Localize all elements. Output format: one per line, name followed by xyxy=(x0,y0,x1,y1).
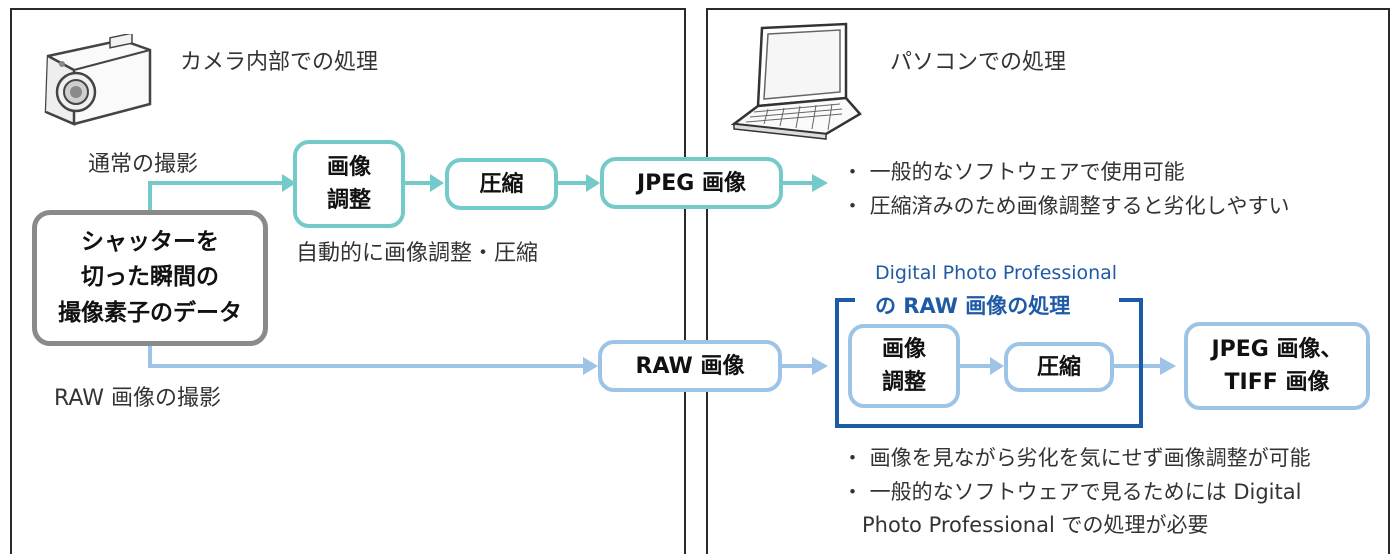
raw-note-3: Photo Professional での処理が必要 xyxy=(862,513,1209,537)
raw-to-dpp-arrowhead xyxy=(812,357,828,375)
camera-heading: カメラ内部での処理 xyxy=(180,50,379,75)
compress-to-jpeg-arrowhead xyxy=(586,174,600,192)
dpp-frame-top-left xyxy=(835,298,855,302)
raw-note-1: ・ 画像を見ながら劣化を気にせず画像調整が可能 xyxy=(842,446,1311,470)
dpp-compress-box: 圧縮 xyxy=(1004,342,1114,392)
jpeg-image-box: JPEG 画像 xyxy=(600,157,783,209)
jpeg-note-2: ・ 圧縮済みのため画像調整すると劣化しやすい xyxy=(842,194,1290,218)
image-adjust-box: 画像 調整 xyxy=(293,140,405,228)
jpeg-note-1: ・ 一般的なソフトウェアで使用可能 xyxy=(842,160,1185,184)
dpp-subtitle: の RAW 画像の処理 xyxy=(875,294,1071,318)
raw-note-2: ・ 一般的なソフトウェアで見るためには Digital xyxy=(842,480,1302,504)
dpp-adjust-to-compress-arrowhead xyxy=(990,357,1004,375)
pc-heading: パソコンでの処理 xyxy=(890,50,1067,75)
dpp-processing-frame xyxy=(835,300,1143,428)
sensor-data-box: シャッターを 切った瞬間の 撮像素子のデータ xyxy=(32,210,268,346)
jpeg-path-connector xyxy=(148,181,282,210)
raw-image-box: RAW 画像 xyxy=(598,340,782,392)
auto-process-label: 自動的に画像調整・圧縮 xyxy=(296,241,539,266)
normal-shot-label: 通常の撮影 xyxy=(88,152,199,177)
compress-box: 圧縮 xyxy=(445,158,558,210)
laptop-icon xyxy=(730,22,862,140)
pc-processing-panel xyxy=(706,8,1390,554)
adjust-to-compress-arrowhead xyxy=(430,174,444,192)
raw-path-arrowhead xyxy=(583,357,598,375)
dpp-frame-top-right xyxy=(1119,298,1143,302)
camera-icon xyxy=(44,34,152,126)
jpeg-path-arrowhead xyxy=(282,174,296,192)
jpeg-to-notes-arrowhead xyxy=(812,174,828,192)
camera-processing-panel xyxy=(10,8,686,554)
raw-path-connector xyxy=(148,345,583,368)
dpp-title: Digital Photo Professional xyxy=(875,262,1118,284)
output-image-box: JPEG 画像、 TIFF 画像 xyxy=(1184,322,1370,410)
dpp-compress-to-output-arrowhead xyxy=(1160,357,1176,375)
raw-shot-label: RAW 画像の撮影 xyxy=(54,386,221,411)
dpp-image-adjust-box: 画像 調整 xyxy=(848,324,960,408)
